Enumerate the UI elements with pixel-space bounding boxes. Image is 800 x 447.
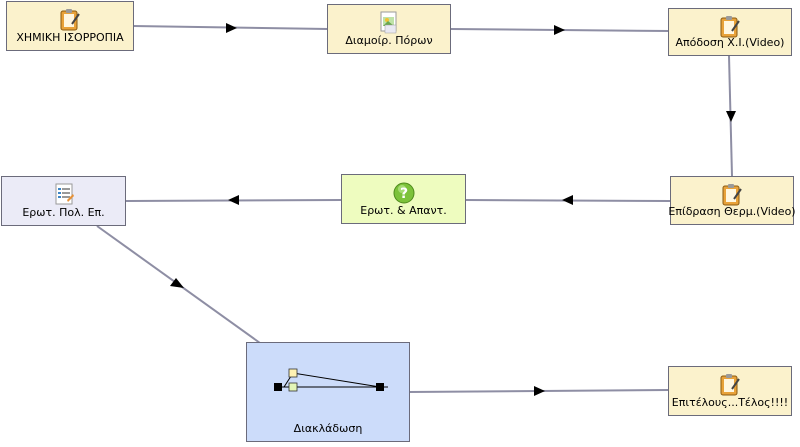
clipboard-pencil-icon <box>60 9 80 31</box>
node-label: Διακλάδωση <box>293 422 363 435</box>
clipboard-pencil-icon <box>720 374 740 396</box>
arrowhead <box>562 195 573 205</box>
arrowhead <box>170 278 184 288</box>
node-label: Απόδοση Χ.Ι.(Video) <box>675 36 785 49</box>
arrowhead <box>726 111 736 122</box>
clipboard-pencil-icon <box>722 184 742 206</box>
node-label: Επίδραση Θερμ.(Video) <box>668 205 796 218</box>
svg-text:?: ? <box>399 186 407 202</box>
question-icon: ? <box>393 182 414 204</box>
node-resource-sharing[interactable]: Διαμοίρ. Πόρων <box>327 4 451 54</box>
node-label: Ερωτ. & Απαντ. <box>360 204 447 217</box>
node-multiple-choice[interactable]: Ερωτ. Πολ. Επ. <box>1 176 126 226</box>
node-video-temperature-effect[interactable]: Επίδραση Θερμ.(Video) <box>668 176 796 225</box>
node-chemical-equilibrium[interactable]: ΧΗΜΙΚΗ ΙΣΟΡΡΟΠΙΑ <box>6 1 134 51</box>
arrowhead <box>534 386 545 396</box>
node-video-equilibrium-yield[interactable]: Απόδοση Χ.Ι.(Video) <box>668 8 792 56</box>
node-label: Ερωτ. Πολ. Επ. <box>22 206 105 219</box>
image-document-icon <box>380 11 397 34</box>
node-questions-answers[interactable]: ? Ερωτ. & Απαντ. <box>341 174 466 224</box>
node-label: ΧΗΜΙΚΗ ΙΣΟΡΡΟΠΙΑ <box>16 31 124 44</box>
branching-icon <box>274 368 388 392</box>
arrowhead <box>554 25 565 35</box>
arrowhead <box>228 195 239 205</box>
node-label: Επιτέλους...Τέλος!!!! <box>671 396 789 409</box>
arrowhead <box>226 23 237 33</box>
clipboard-pencil-icon <box>720 16 740 38</box>
node-branching[interactable]: Διακλάδωση <box>246 342 410 442</box>
node-the-end[interactable]: Επιτέλους...Τέλος!!!! <box>668 366 792 416</box>
checklist-icon <box>55 183 74 205</box>
node-label: Διαμοίρ. Πόρων <box>345 34 433 47</box>
